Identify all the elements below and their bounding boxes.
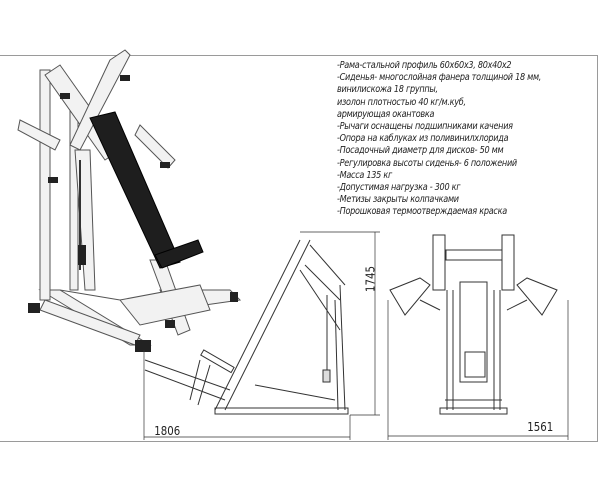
front-view-drawing (387, 234, 569, 440)
spec-line: -Регулировка высоты сиденья- 6 положений (337, 157, 517, 169)
specifications-list: -Рама-стальной профиль 60х60х3, 80х40х2 … (337, 60, 541, 219)
spec-line: -Рычаги оснащены подшипниками качения (337, 121, 513, 133)
spec-line: -Посадочный диаметр для дисков- 50 мм (337, 145, 504, 157)
drawing-frame (0, 55, 598, 442)
spec-line: -Сиденья- многослойная фанера толщиной 1… (337, 72, 542, 84)
backrest-pad (89, 111, 181, 269)
spec-line: -Опора на каблуках из поливинилхлорида (337, 133, 509, 145)
spec-line: винилискожа 18 группы, (337, 84, 438, 96)
seat-pad (154, 239, 204, 269)
spec-line: -Допустимая нагрузка - 300 кг (337, 182, 461, 194)
spec-line: армирующая окантовка (337, 108, 435, 120)
spec-line: -Порошковая термоотверждаемая краска (337, 206, 507, 218)
spec-line: изолон плотностью 40 кг/м.куб, (337, 96, 466, 108)
machine-3d-feet (28, 75, 238, 352)
spec-line: -Рама-стальной профиль 60х60х3, 80х40х2 (337, 60, 512, 71)
height-dimension: 1745 (363, 266, 378, 292)
width-dimension: 1561 (527, 420, 554, 434)
spec-line: -Масса 135 кг (337, 169, 392, 181)
length-dimension: 1806 (154, 424, 181, 438)
side-view-drawing (143, 231, 380, 440)
spec-line: -Метизы закрыты колпачками (337, 194, 459, 206)
